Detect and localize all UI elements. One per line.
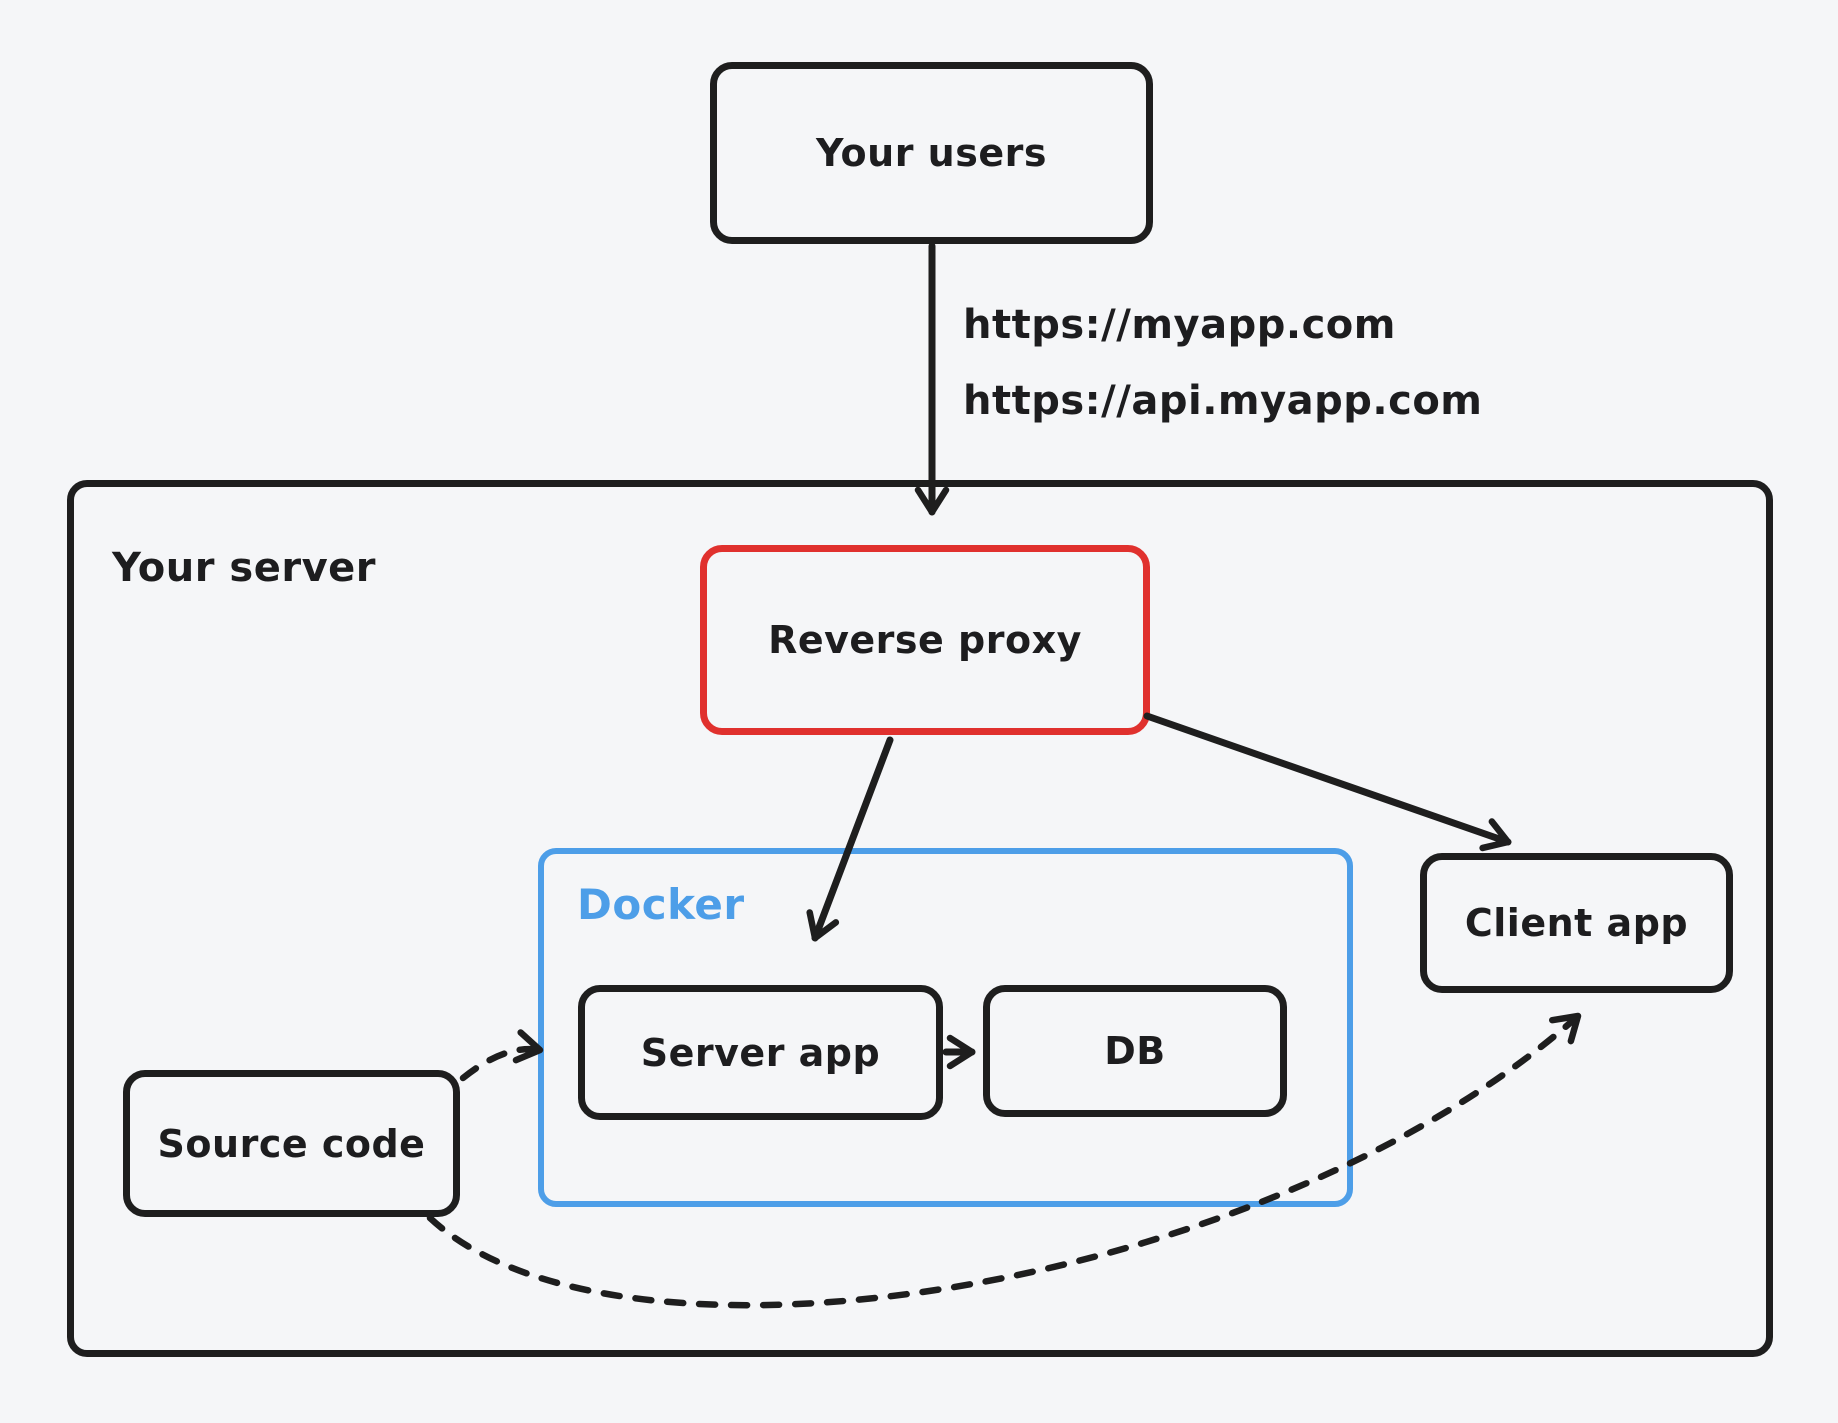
container-your-server-label: Your server: [112, 545, 376, 591]
node-server-app-label: Server app: [640, 1030, 881, 1075]
node-source-code-label: Source code: [157, 1121, 426, 1166]
node-source-code: Source code: [123, 1070, 460, 1217]
node-your-users-label: Your users: [816, 131, 1047, 175]
container-your-server: [67, 480, 1773, 1357]
node-server-app: Server app: [578, 985, 943, 1120]
node-db: DB: [983, 985, 1287, 1117]
node-your-users: Your users: [710, 62, 1153, 244]
node-db-label: DB: [1104, 1029, 1166, 1073]
edge-label-url-myapp: https://myapp.com: [963, 302, 1396, 348]
node-reverse-proxy: Reverse proxy: [700, 545, 1150, 735]
container-docker-label: Docker: [577, 880, 745, 929]
node-client-app: Client app: [1420, 853, 1733, 993]
edge-label-url-api-myapp: https://api.myapp.com: [963, 378, 1483, 424]
node-reverse-proxy-label: Reverse proxy: [768, 618, 1082, 662]
node-client-app-label: Client app: [1464, 901, 1689, 945]
